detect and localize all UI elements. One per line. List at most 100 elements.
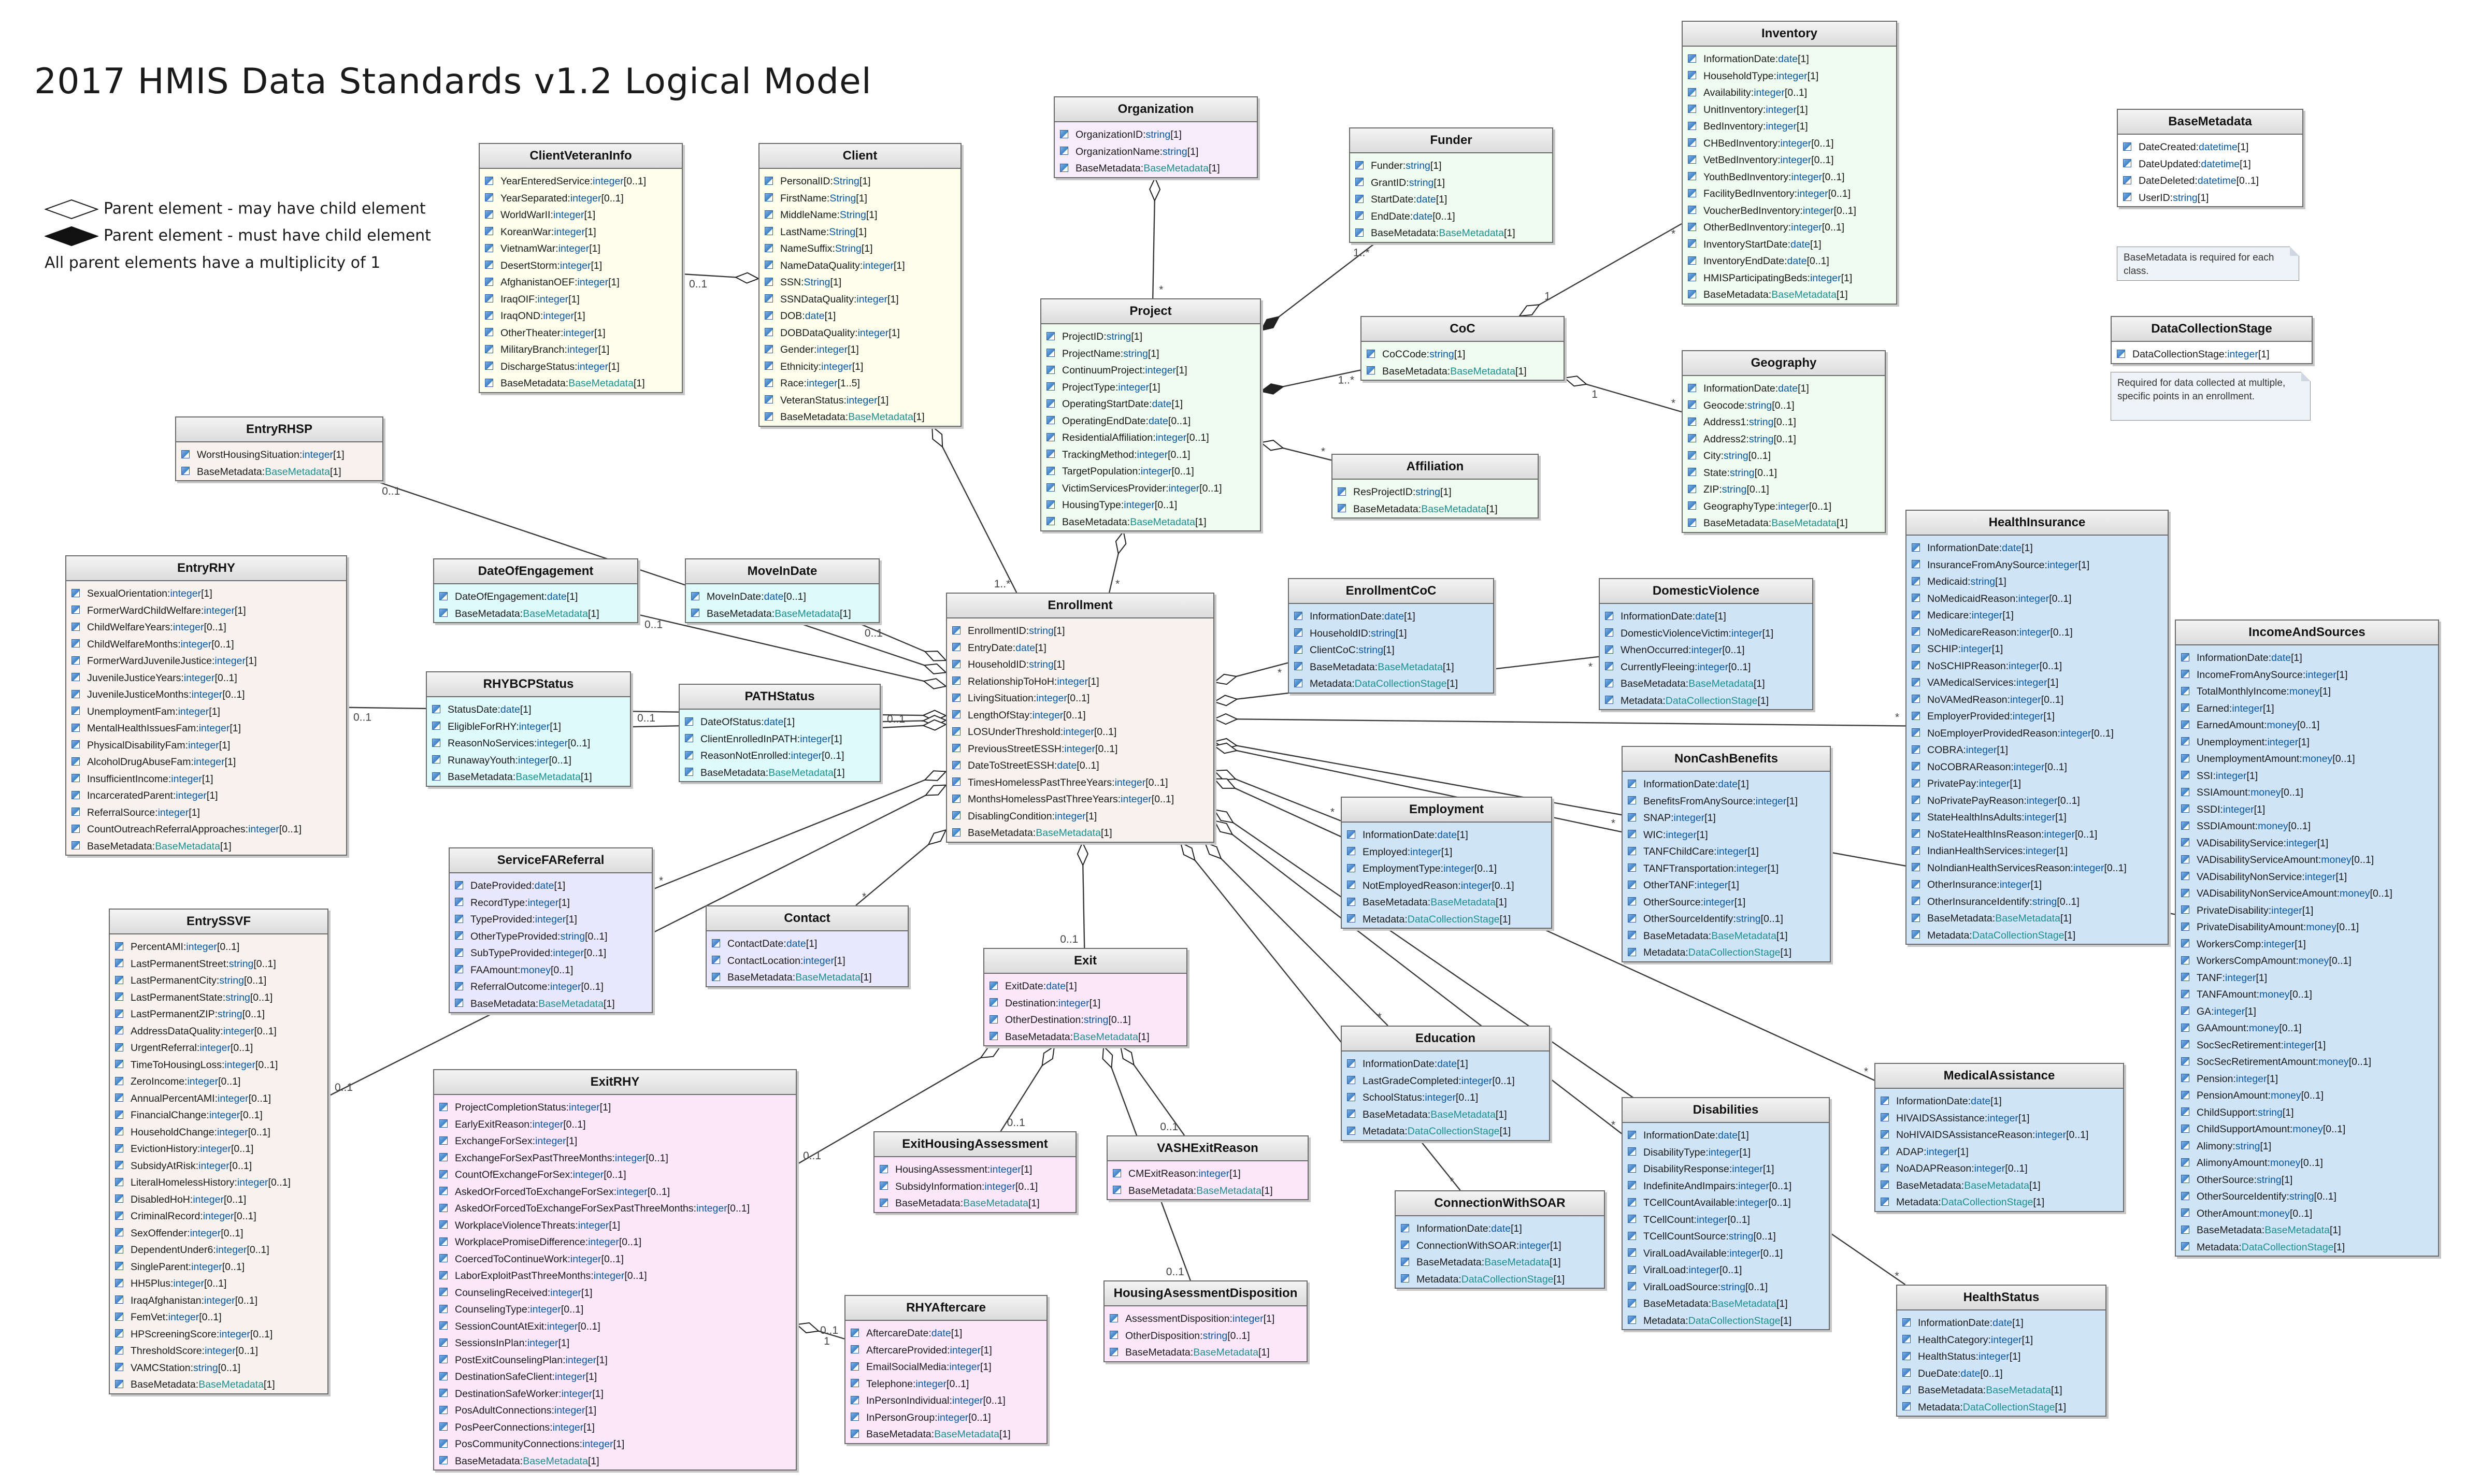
attribute-icon <box>990 1015 998 1024</box>
entity-attributes: InformationDate:date[1]ConnectionWithSOA… <box>1396 1216 1604 1291</box>
attribute-multiplicity: [1] <box>219 739 231 751</box>
attribute-row: ExchangeForSex:integer[1] <box>439 1133 793 1150</box>
attribute-type: datetime <box>2197 175 2236 186</box>
attribute-name: InformationDate <box>1310 611 1382 622</box>
attribute-separator: : <box>1516 1240 1519 1251</box>
attribute-name: BenefitsFromAnySource <box>1643 795 1753 807</box>
attribute-row: BaseMetadata:BaseMetadata[1] <box>1060 160 1254 177</box>
attribute-multiplicity: [1] <box>1195 516 1207 528</box>
attribute-row: EmploymentType:integer[0..1] <box>1347 860 1548 877</box>
attribute-type: string <box>560 930 585 942</box>
attribute-icon <box>71 757 80 766</box>
attribute-multiplicity: [1] <box>1550 1240 1561 1251</box>
open-diamond-icon <box>1213 713 1239 725</box>
attribute-row: BaseMetadata:BaseMetadata[1] <box>1355 225 1549 242</box>
attribute-name: ContactDate <box>727 938 784 949</box>
attribute-row: InventoryStartDate:date[1] <box>1688 236 1893 253</box>
attribute-row: PostExitCounselingPlan:integer[1] <box>439 1352 793 1369</box>
attribute-name: VADisabilityNonService <box>2197 871 2302 883</box>
attribute-multiplicity: [0..1] <box>1807 255 1829 267</box>
attribute-name: InPersonGroup <box>866 1411 935 1423</box>
attribute-type: integer <box>1443 863 1474 874</box>
attribute-name: BaseMetadata <box>1918 1385 1983 1396</box>
attribute-icon <box>765 277 773 286</box>
attribute-multiplicity: [0..1] <box>601 192 624 204</box>
attribute-icon <box>765 261 773 269</box>
entity-title: Geography <box>1683 351 1885 376</box>
attribute-multiplicity: [1] <box>2302 904 2314 916</box>
attribute-multiplicity: [1] <box>2060 913 2072 924</box>
attribute-name: VAMCStation <box>131 1362 191 1374</box>
attribute-separator: : <box>1686 1264 1689 1276</box>
entity-title: Contact <box>707 906 908 931</box>
attribute-separator: : <box>1434 829 1438 841</box>
attribute-row: InformationDate:date[1] <box>1605 608 1809 625</box>
attribute-type: DataCollectionStage <box>1407 1126 1500 1137</box>
attribute-type: date <box>1718 1130 1738 1141</box>
attribute-row: ReferralOutcome:integer[0..1] <box>455 978 649 996</box>
attribute-type: BaseMetadata <box>1771 517 1837 529</box>
attribute-name: BaseMetadata <box>1416 1257 1482 1268</box>
attribute-name: AskedOrForcedToExchangeForSexPastThreeMo… <box>455 1203 694 1214</box>
open-diamond-icon <box>1115 530 1127 555</box>
attribute-separator: : <box>946 1361 950 1373</box>
open-diamond-icon <box>1077 841 1088 867</box>
attribute-multiplicity: [1] <box>1995 576 2006 587</box>
attribute-name: NoPrivatePayReason <box>1927 795 2024 806</box>
attribute-multiplicity: [1] <box>2237 141 2249 153</box>
attribute-multiplicity: [1] <box>2260 1140 2272 1152</box>
attribute-separator: : <box>226 958 229 970</box>
attribute-icon <box>1912 728 1920 737</box>
attribute-multiplicity: [1] <box>1957 1146 1969 1158</box>
attribute-row: ResidentialAffiliation:integer[0..1] <box>1046 429 1257 446</box>
attribute-type: integer <box>171 773 202 785</box>
attribute-icon <box>880 1164 888 1173</box>
attribute-type: integer <box>2227 349 2258 360</box>
relationship-line <box>1539 223 1682 306</box>
attribute-multiplicity: [1] <box>603 998 615 1010</box>
attribute-name: AnnualPercentAMI <box>131 1092 215 1104</box>
attribute-separator: : <box>2029 896 2032 907</box>
attribute-separator: : <box>520 1455 523 1467</box>
attribute-multiplicity: [1] <box>887 293 899 305</box>
attribute-separator: : <box>2256 1207 2260 1219</box>
